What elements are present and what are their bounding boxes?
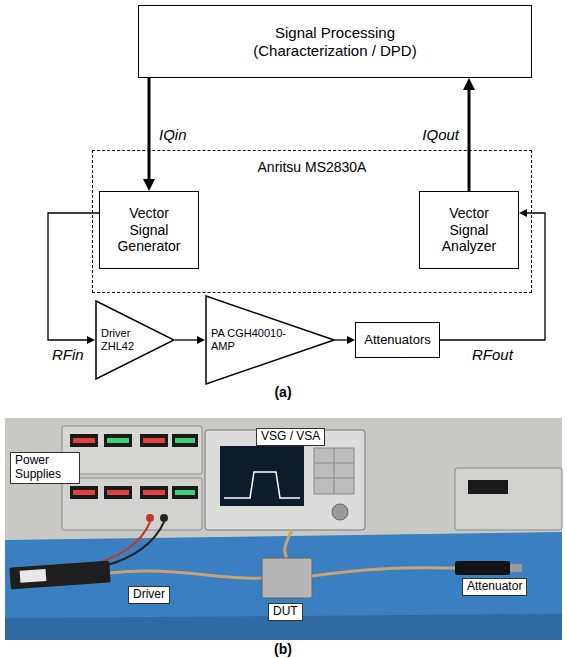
amplifier-triangle: Driver ZHL42 bbox=[95, 300, 175, 380]
group-heading: Anritsu MS2830A bbox=[258, 159, 367, 176]
power-supply bbox=[62, 426, 202, 474]
connector-line bbox=[335, 339, 348, 340]
amplifier-text: Driver ZHL42 bbox=[101, 327, 146, 353]
display-digits bbox=[107, 490, 129, 495]
wall bbox=[5, 418, 562, 640]
attenuator-box: Attenuators bbox=[355, 322, 440, 358]
arrow-head bbox=[197, 336, 205, 344]
photo-callout: Power Supplies bbox=[10, 452, 80, 484]
rf-cable bbox=[110, 571, 262, 578]
knob bbox=[332, 504, 348, 520]
spectrum-trace bbox=[224, 472, 300, 498]
arrow-head bbox=[87, 336, 95, 344]
connector bbox=[175, 336, 205, 344]
terminal bbox=[160, 514, 168, 522]
amplifier-triangle: PA CGH40010-AMP bbox=[205, 295, 335, 385]
instrument-group: Anritsu MS2830A Vector Signal Generator Ve… bbox=[92, 150, 532, 293]
display-digits bbox=[143, 438, 165, 443]
keypad bbox=[314, 448, 354, 494]
display bbox=[140, 486, 168, 499]
attenuator-connector bbox=[510, 564, 522, 572]
connector bbox=[143, 78, 155, 191]
driver-amp bbox=[9, 561, 110, 590]
display bbox=[172, 486, 198, 499]
signal-label: IQout bbox=[420, 126, 461, 143]
amplifier-text: PA CGH40010-AMP bbox=[211, 327, 301, 353]
arrow-head bbox=[143, 179, 155, 191]
box-text: Attenuators bbox=[364, 332, 431, 348]
panel-label: (a) bbox=[274, 384, 291, 400]
bench-instrument bbox=[455, 468, 562, 530]
keypad-col bbox=[334, 448, 335, 494]
dut-board bbox=[262, 558, 312, 598]
display bbox=[70, 434, 98, 447]
connector bbox=[463, 78, 475, 191]
connector-line bbox=[468, 89, 471, 191]
process-box: Signal Processing (Characterization / DP… bbox=[138, 5, 532, 78]
generator-box: Vector Signal Generator bbox=[99, 191, 199, 269]
triangle-shape bbox=[96, 301, 174, 379]
display-digits bbox=[175, 490, 195, 495]
arrow-head bbox=[463, 78, 475, 90]
terminal bbox=[146, 514, 154, 522]
power-wire bbox=[104, 522, 164, 566]
display bbox=[468, 480, 508, 494]
display bbox=[70, 486, 98, 499]
display bbox=[104, 434, 132, 447]
signal-label: RFin bbox=[50, 346, 86, 363]
analyzer-box: Vector Signal Analyzer bbox=[419, 191, 519, 269]
signal-label: RFout bbox=[470, 346, 515, 363]
display-digits bbox=[107, 438, 129, 443]
arrow-head bbox=[347, 336, 355, 344]
power-wire bbox=[96, 522, 150, 564]
display-digits bbox=[175, 438, 195, 443]
triangle-shape bbox=[206, 296, 334, 384]
signal-label: IQin bbox=[157, 126, 189, 143]
power-supply bbox=[62, 478, 202, 530]
rf-cable bbox=[285, 530, 292, 558]
photo-callout: Attenuator bbox=[462, 578, 527, 596]
photo-callout: Driver bbox=[128, 586, 170, 604]
display bbox=[172, 434, 198, 447]
connector-line bbox=[175, 339, 198, 340]
box-text: Vector Signal Generator bbox=[113, 205, 185, 255]
display-digits bbox=[143, 490, 165, 495]
display bbox=[140, 434, 168, 447]
attenuator-body bbox=[455, 561, 510, 575]
connector-line bbox=[148, 78, 151, 180]
box-text: Signal Processing (Characterization / DP… bbox=[235, 24, 435, 60]
display bbox=[104, 486, 132, 499]
rf-cable bbox=[312, 568, 455, 576]
photo-callout: DUT bbox=[268, 603, 303, 621]
display-digits bbox=[73, 438, 95, 443]
panel-label: (b) bbox=[274, 641, 292, 657]
arrow-head bbox=[519, 209, 527, 217]
driver-sticker bbox=[20, 569, 47, 583]
display-digits bbox=[73, 490, 95, 495]
photo-callout: VSG / VSA bbox=[256, 428, 325, 446]
analyzer-screen bbox=[220, 446, 304, 506]
box-text: Vector Signal Analyzer bbox=[433, 205, 505, 255]
connector bbox=[335, 336, 355, 344]
